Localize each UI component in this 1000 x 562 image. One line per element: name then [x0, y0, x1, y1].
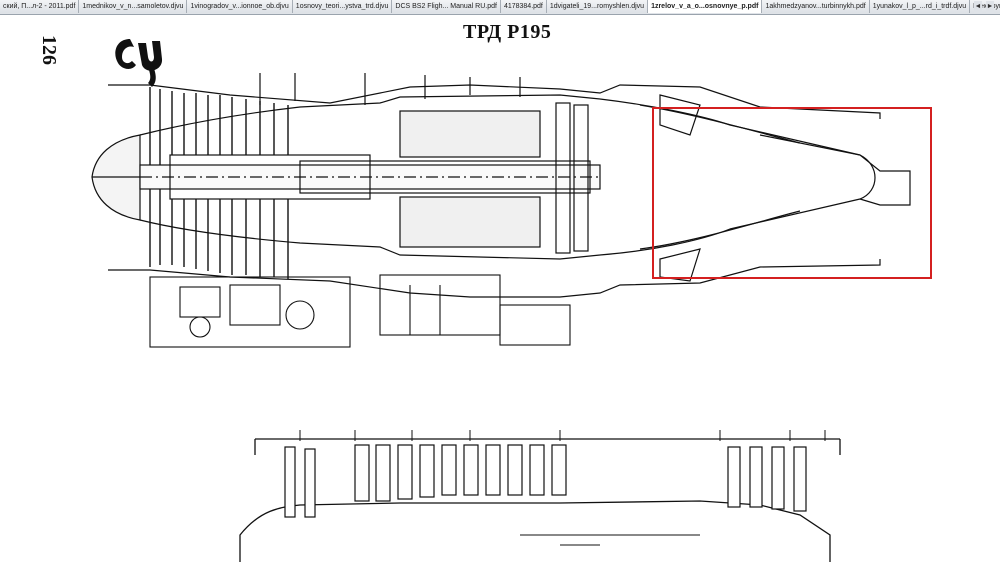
publisher-logo-icon	[115, 39, 163, 87]
highlight-box	[652, 107, 932, 279]
tab-document-5[interactable]: 4178384.pdf	[500, 0, 547, 13]
tab-document-6[interactable]: 1dvigateli_19...romyshlen.djvu	[546, 0, 649, 13]
tab-document-0[interactable]: ский, П...л-2 - 2011.pdf	[0, 0, 80, 13]
tab-document-3[interactable]: 1osnovy_teori...ystva_trd.djvu	[292, 0, 393, 13]
tab-scroll-left-icon[interactable]: ◄	[974, 1, 982, 13]
tab-document-1[interactable]: 1mednikov_v_n...samoletov.djvu	[79, 0, 188, 13]
tab-scroll-right-icon[interactable]: ►	[986, 1, 994, 13]
tab-document-2[interactable]: 1vinogradov_v...ionnoe_ob.djvu	[187, 0, 293, 13]
tab-document-9[interactable]: 1yunakov_l_p_...rd_i_trdf.djvu	[869, 0, 971, 13]
tab-document-7[interactable]: 1zrelov_v_a_o...osnovnye_p.pdf	[648, 0, 763, 13]
tab-document-4[interactable]: DCS BS2 Fligh... Manual RU.pdf	[392, 0, 501, 13]
engine-drawing	[91, 39, 911, 562]
page-title: ТРД Р195	[463, 21, 552, 43]
tab-document-8[interactable]: 1akhmedzyanov...turbinnykh.pdf	[762, 0, 870, 13]
document-page: 126 ТРД Р195	[0, 15, 1000, 562]
